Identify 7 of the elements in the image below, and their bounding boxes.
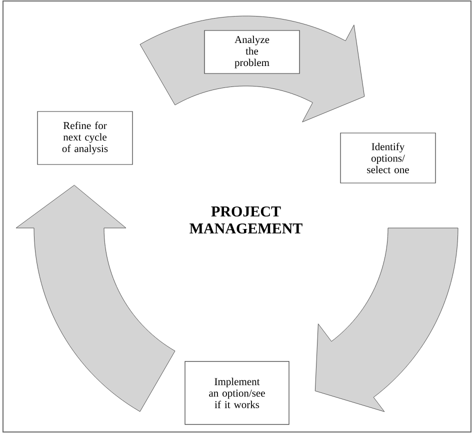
process-box: Refine for next cycle of analysis bbox=[37, 111, 133, 165]
process-box: Implement an option/see if it works bbox=[184, 361, 290, 425]
process-box: Identify options/ select one bbox=[340, 132, 436, 184]
process-box: Analyze the problem bbox=[204, 30, 300, 74]
block-arrow bbox=[16, 184, 176, 412]
center-title: PROJECT MANAGEMENT bbox=[190, 206, 302, 234]
block-arrow bbox=[314, 228, 458, 412]
